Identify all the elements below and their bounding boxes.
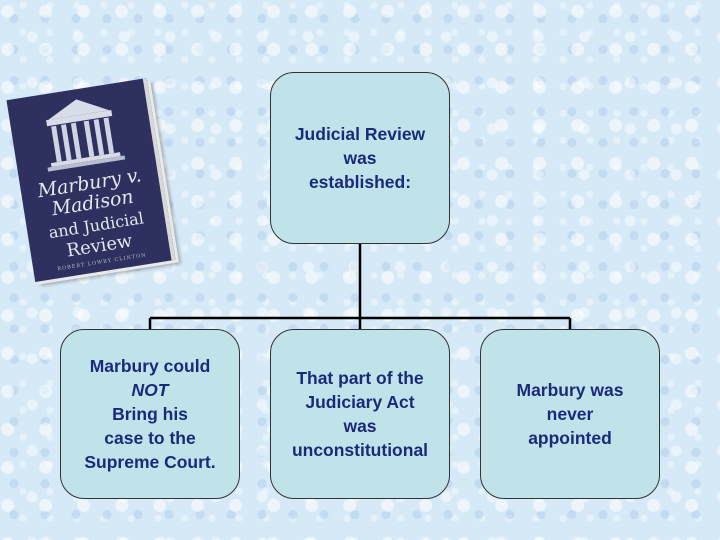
root-node-judicial-review: Judicial Review was established: (270, 72, 450, 244)
child-node-line: appointed (528, 428, 612, 448)
child-node-line: Marbury could (89, 356, 211, 376)
child-node-line: case to the (104, 428, 196, 448)
courthouse-icon (46, 99, 126, 172)
child-node-line: That part of the (296, 368, 424, 388)
child-node-line: was (343, 416, 377, 436)
root-node-line: Judicial Review (294, 124, 426, 144)
child-node-line: Bring his (112, 404, 188, 424)
child-node-line: Judiciary Act (305, 392, 415, 412)
child-node-line: unconstitutional (291, 440, 429, 460)
child-node-line: Supreme Court. (84, 452, 216, 472)
child-node-line-emphasis: NOT (131, 380, 169, 400)
child-node-never-appointed: Marbury was never appointed (480, 329, 660, 499)
child-node-judiciary-act: That part of the Judiciary Act was uncon… (270, 329, 450, 499)
root-node-line: was (343, 148, 377, 168)
child-node-marbury-could-not: Marbury could NOT Bring his case to the … (60, 329, 240, 499)
book-cover-image: Marbury v. Madison and Judicial Review R… (6, 78, 176, 282)
child-node-line: Marbury was (516, 380, 624, 400)
root-node-line: established: (308, 172, 412, 192)
child-node-line: never (546, 404, 594, 424)
